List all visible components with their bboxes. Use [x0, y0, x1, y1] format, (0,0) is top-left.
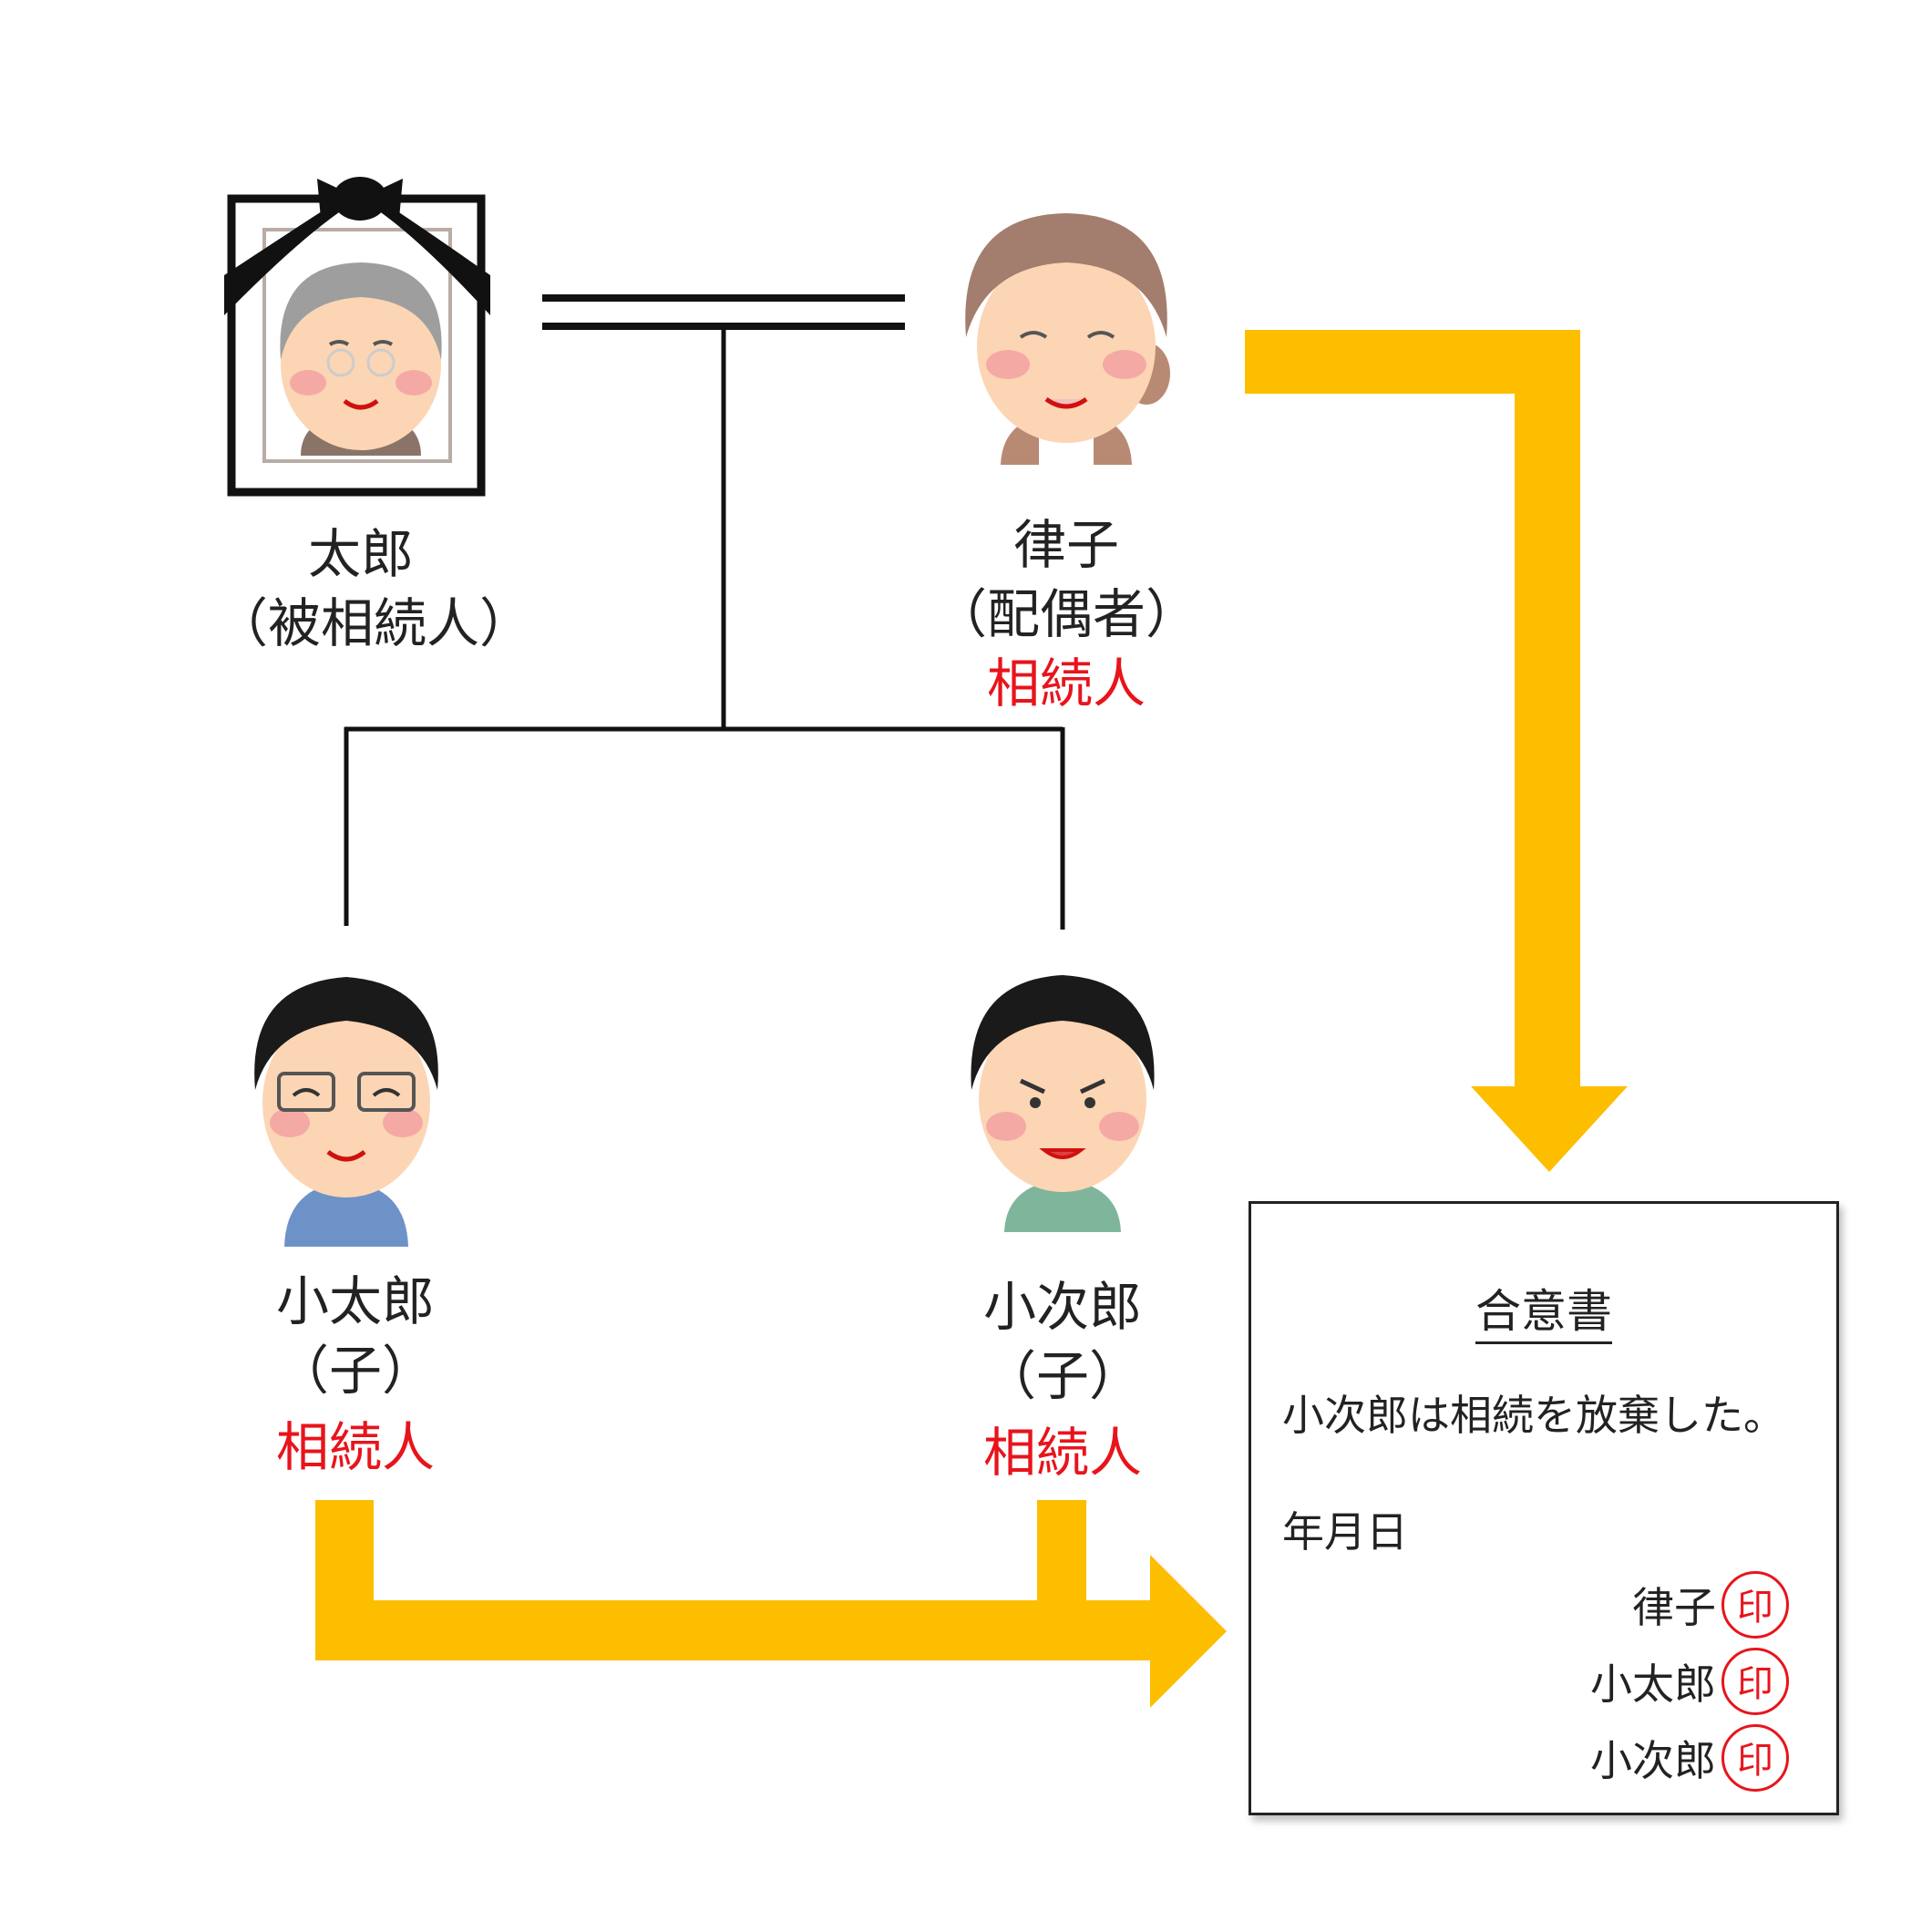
signature-name: 律子: [1632, 1583, 1716, 1632]
child1-illustration: [254, 977, 438, 1247]
deceased-portrait: [224, 177, 490, 497]
agreement-document: 合意書 小次郎は相続を放棄した。 年月日 律子 印 小太郎 印 小次郎 印: [1249, 1201, 1839, 1815]
child2-label: 小次郎 （子） 相続人: [917, 1272, 1208, 1487]
spouse-illustration: [965, 213, 1170, 465]
child2-role: （子）: [982, 1345, 1142, 1407]
seal-stamp: 印: [1721, 1648, 1789, 1715]
deceased-label: 太郎 （被相続人）: [215, 519, 533, 658]
spouse-role: （配偶者）: [933, 583, 1198, 645]
signature-name: 小太郎: [1590, 1660, 1716, 1709]
signature-row: 小太郎 印: [1590, 1648, 1789, 1715]
child1-label: 小太郎 （子） 相続人: [210, 1267, 501, 1482]
spouse-to-document-arrow: [1245, 330, 1628, 1172]
child1-name: 小太郎: [275, 1270, 435, 1332]
document-date: 年月日: [1282, 1507, 1408, 1557]
signature-row: 小次郎 印: [1590, 1724, 1789, 1792]
child1-role: （子）: [275, 1340, 435, 1402]
deceased-name: 太郎: [307, 523, 414, 585]
signature-name: 小次郎: [1590, 1736, 1716, 1785]
spouse-label: 律子 （配偶者） 相続人: [920, 510, 1212, 718]
signature-row: 律子 印: [1632, 1571, 1789, 1639]
deceased-role: （被相続人）: [215, 592, 533, 654]
spouse-name: 律子: [1012, 514, 1119, 576]
document-title: 合意書: [1475, 1285, 1612, 1344]
children-to-document-arrow: [315, 1500, 1227, 1708]
spouse-heir-status: 相続人: [986, 653, 1146, 714]
seal-stamp: 印: [1721, 1571, 1789, 1639]
seal-stamp: 印: [1721, 1724, 1789, 1792]
child2-illustration: [971, 975, 1155, 1232]
child2-heir-status: 相続人: [982, 1422, 1142, 1484]
document-title-wrap: 合意書: [1251, 1275, 1836, 1344]
document-body: 小次郎は相続を放棄した。: [1282, 1391, 1785, 1440]
child2-name: 小次郎: [982, 1276, 1142, 1338]
child1-heir-status: 相続人: [275, 1416, 435, 1478]
